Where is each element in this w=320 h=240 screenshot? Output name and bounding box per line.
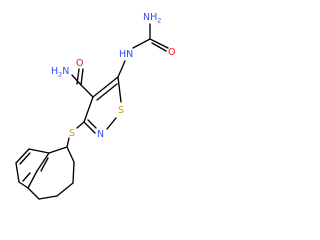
bond-bz-2 [15,148,30,164]
bond-bz-inner-1 [19,152,31,165]
bond-bz-inner-3 [40,157,49,172]
atom-nh2-left: H2N [51,66,69,79]
bond-c4-amide-c [80,84,94,98]
atom-nh2-left-h: H [51,66,58,77]
bond-n2-c3-2 [87,119,97,129]
atom-labels: NH2 O HN O H2N S N S [51,12,175,140]
bond-c3-s [76,121,85,129]
bond-urea-c-o-1 [149,38,169,49]
bond-c4-c5-1 [92,76,119,98]
atom-nh2-top: NH2 [143,12,161,25]
bond-bz-inner-2 [22,172,31,182]
bond-bz-4 [18,181,29,189]
atom-ring-s: S [118,105,124,116]
bond-c4r-ar [27,187,40,200]
bond-c3r-c4r [38,195,58,200]
bond-c1-c2 [72,161,75,184]
bond-s-ch [66,137,70,148]
bond-ch-c1 [66,146,75,163]
bonds [15,23,169,200]
bond-c4-c5-2 [96,83,118,101]
bond-bz-1 [28,148,50,154]
bond-amide-c-o-1 [80,68,84,86]
bond-bz-6 [36,152,50,172]
bond-urea-c-nh [132,38,151,49]
bond-c3-c4 [83,96,94,123]
bond-urea-c-o-2 [151,42,167,52]
bond-s1-n2 [106,117,117,130]
atom-nh: HN [119,49,133,60]
bond-bz-3 [15,162,20,183]
molecule-structure: NH2 O HN O H2N S N S [15,12,175,200]
atom-nh2-top-main: NH [143,12,157,23]
bond-amide-c-nh2 [71,74,82,86]
bond-n2-c3-1 [83,121,96,134]
bond-c2-c3r [56,182,74,197]
bond-bz-5 [27,170,38,189]
atom-nh2-left-n: N [62,66,69,77]
bond-ch-ar [48,146,68,154]
atom-nh2-top-sub: 2 [157,17,161,25]
bond-c5-s1 [117,76,122,103]
atom-o-top: O [168,47,175,58]
atom-o-left: O [76,58,83,69]
atom-ring-n: N [97,129,104,140]
bond-nh-c5 [117,60,126,78]
atom-nh2-left-sub: 2 [58,71,62,79]
atom-thioether-s: S [69,128,75,139]
